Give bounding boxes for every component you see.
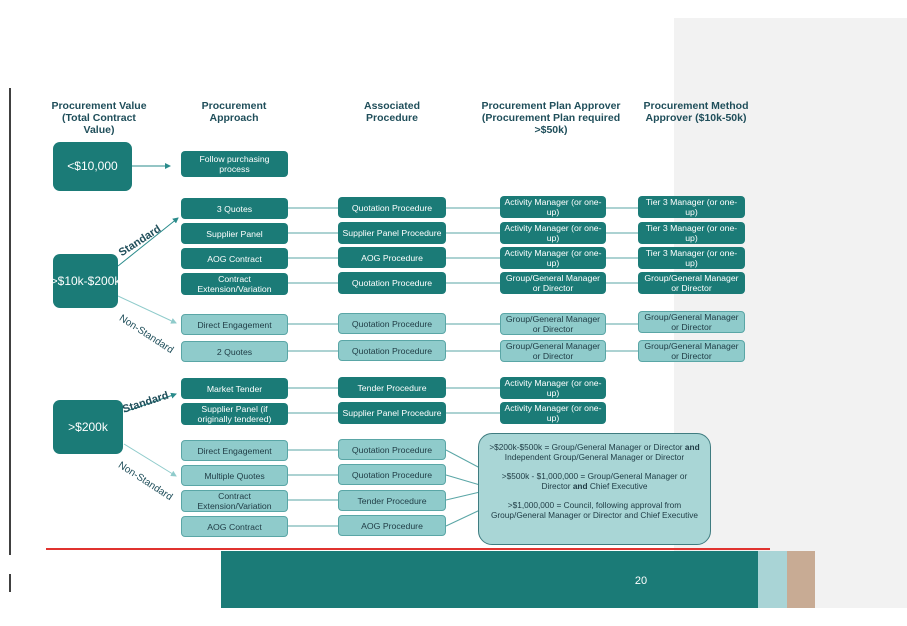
value-box-mid: >$10k-$200k (51, 254, 120, 308)
plan-approver-activity-manager: Activity Manager (or one-up) (500, 247, 606, 269)
approach-multiple-quotes: Multiple Quotes (181, 465, 288, 486)
plan-approver-activity-manager: Activity Manager (or one-up) (500, 402, 606, 424)
approach-direct-engagement: Direct Engagement (181, 314, 288, 335)
procedure-aog: AOG Procedure (338, 515, 446, 536)
approach-2-quotes: 2 Quotes (181, 341, 288, 362)
callout-and: and (684, 442, 700, 452)
callout-text: >$1,000,000 = Council, following approva… (490, 500, 699, 520)
method-approver-group-manager: Group/General Manager or Director (638, 272, 745, 294)
value-box-low: <$10,000 (53, 142, 132, 191)
plan-approver-group-manager: Group/General Manager or Director (500, 272, 606, 294)
procedure-quotation: Quotation Procedure (338, 439, 446, 460)
footer-tan-band (787, 551, 815, 608)
approach-aog-contract: AOG Contract (181, 516, 288, 537)
procedure-supplier-panel: Supplier Panel Procedure (338, 402, 446, 424)
procedure-aog: AOG Procedure (338, 247, 446, 268)
footer-red-rule (46, 548, 770, 550)
value-box-high: >$200k (53, 400, 123, 454)
page-number: 20 (634, 575, 648, 587)
callout-text: Chief Executive (589, 481, 648, 491)
procedure-tender: Tender Procedure (338, 377, 446, 398)
approval-thresholds-callout: >$200k-$500k = Group/General Manager or … (478, 433, 711, 545)
method-approver-tier3: Tier 3 Manager (or one-up) (638, 222, 745, 244)
callout-and: and (572, 481, 588, 491)
header-procurement-value: Procurement Value (Total Contract Value) (51, 100, 147, 136)
plan-approver-group-manager: Group/General Manager or Director (500, 313, 606, 335)
procedure-quotation: Quotation Procedure (338, 340, 446, 361)
header-associated-procedure: Associated Procedure (363, 100, 421, 124)
callout-text: >$200k-$500k = Group/General Manager or … (489, 442, 683, 452)
plan-approver-activity-manager: Activity Manager (or one-up) (500, 196, 606, 218)
callout-line-1: >$200k-$500k = Group/General Manager or … (487, 442, 702, 462)
approach-3-quotes: 3 Quotes (181, 198, 288, 219)
procedure-quotation: Quotation Procedure (338, 464, 446, 485)
plan-approver-activity-manager: Activity Manager (or one-up) (500, 222, 606, 244)
approach-direct-engagement: Direct Engagement (181, 440, 288, 461)
method-approver-group-manager: Group/General Manager or Director (638, 311, 745, 333)
procedure-quotation: Quotation Procedure (338, 197, 446, 218)
approach-contract-extension: Contract Extension/Variation (181, 490, 288, 512)
callout-text: >$500k - $1,000,000 = Group/General Mana… (501, 471, 688, 491)
header-method-approver: Procurement Method Approver ($10k-50k) (643, 100, 749, 124)
method-approver-tier3: Tier 3 Manager (or one-up) (638, 247, 745, 269)
plan-approver-group-manager: Group/General Manager or Director (500, 340, 606, 362)
approach-supplier-panel-tendered: Supplier Panel (if originally tendered) (181, 403, 288, 425)
left-accent-bar-small (9, 574, 11, 592)
procedure-quotation: Quotation Procedure (338, 272, 446, 294)
approach-supplier-panel: Supplier Panel (181, 223, 288, 244)
plan-approver-activity-manager: Activity Manager (or one-up) (500, 377, 606, 399)
method-approver-tier3: Tier 3 Manager (or one-up) (638, 196, 745, 218)
callout-line-3: >$1,000,000 = Council, following approva… (487, 500, 702, 520)
procedure-supplier-panel: Supplier Panel Procedure (338, 222, 446, 244)
header-plan-approver: Procurement Plan Approver (Procurement P… (481, 100, 621, 136)
callout-text: Independent Group/General Manager or Dir… (504, 452, 685, 462)
footer-teal-band (221, 551, 758, 608)
approach-follow-purchasing: Follow purchasing process (181, 151, 288, 177)
approach-contract-extension: Contract Extension/Variation (181, 273, 288, 295)
footer-light-band (758, 551, 787, 608)
procedure-tender: Tender Procedure (338, 490, 446, 511)
callout-line-2: >$500k - $1,000,000 = Group/General Mana… (487, 471, 702, 491)
approach-market-tender: Market Tender (181, 378, 288, 399)
header-procurement-approach: Procurement Approach (201, 100, 267, 124)
approach-aog-contract: AOG Contract (181, 248, 288, 269)
procedure-quotation: Quotation Procedure (338, 313, 446, 334)
left-accent-bar (9, 88, 11, 555)
method-approver-group-manager: Group/General Manager or Director (638, 340, 745, 362)
